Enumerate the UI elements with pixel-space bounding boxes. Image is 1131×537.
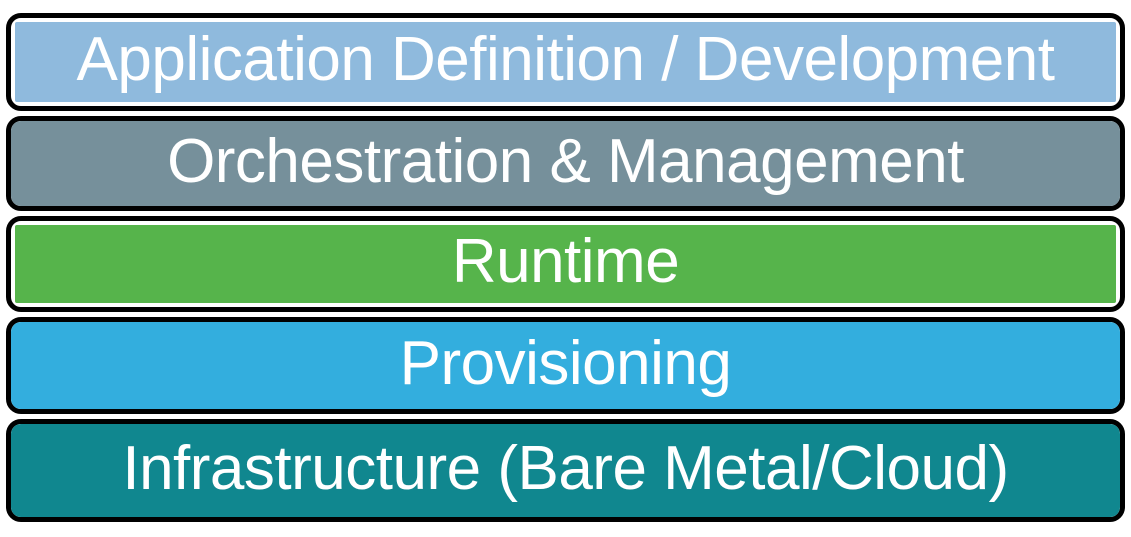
layer-runtime: Runtime	[6, 216, 1125, 312]
layer-fill: Orchestration & Management	[11, 121, 1120, 206]
layer-label: Application Definition / Development	[76, 25, 1056, 94]
layer-fill: Application Definition / Development	[15, 22, 1116, 102]
layer-orchestration-management: Orchestration & Management	[6, 116, 1125, 211]
layer-application-definition-development: Application Definition / Development	[6, 13, 1125, 111]
layer-label: Orchestration & Management	[167, 126, 964, 196]
layer-fill: Provisioning	[11, 322, 1120, 409]
layer-fill: Infrastructure (Bare Metal/Cloud)	[11, 424, 1120, 517]
layer-label: Infrastructure (Bare Metal/Cloud)	[122, 433, 1009, 503]
layer-provisioning: Provisioning	[6, 317, 1125, 414]
layer-fill: Runtime	[15, 225, 1116, 303]
layer-label: Runtime	[451, 227, 680, 296]
layer-label: Provisioning	[399, 328, 732, 398]
layer-infrastructure-bare-metal-cloud: Infrastructure (Bare Metal/Cloud)	[6, 419, 1125, 522]
